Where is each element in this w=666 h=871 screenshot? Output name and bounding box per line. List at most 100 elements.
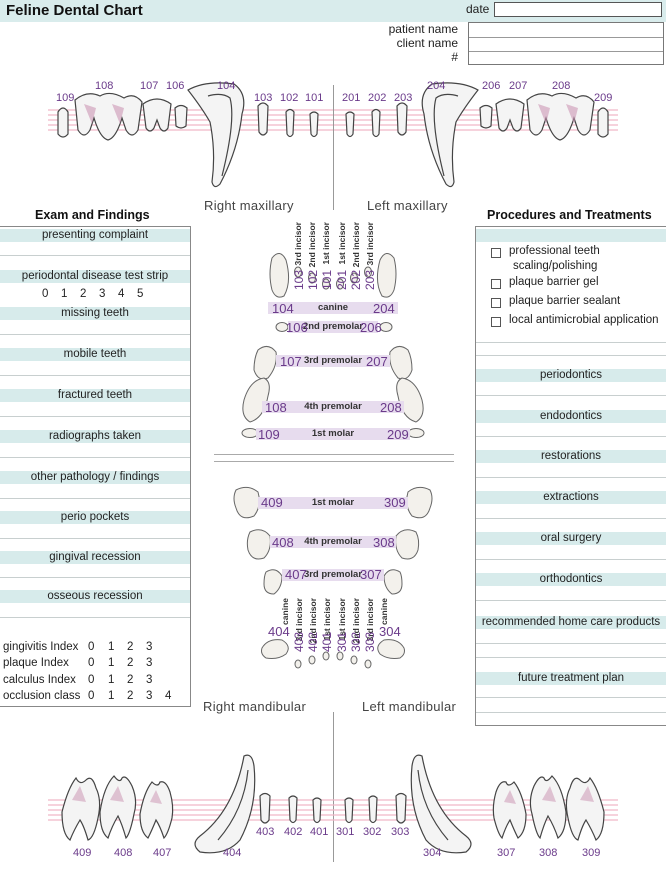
osseous-recession-label: osseous recession: [47, 590, 143, 602]
plaque-barrier-sealant-label: plaque barrier sealant: [509, 295, 621, 307]
upper-teeth-illustration: [48, 82, 618, 188]
strip-score-1[interactable]: 1: [61, 288, 68, 300]
professional-cleaning-checkbox[interactable]: [491, 248, 501, 258]
tooth-303-label: 303: [391, 826, 410, 838]
calculus-score-3[interactable]: 3: [146, 674, 153, 686]
local-antimicrobial-label: local antimicrobial application: [509, 314, 659, 326]
occ-408: 408: [272, 535, 294, 550]
occ-407: 407: [285, 567, 307, 582]
occ-307: 307: [360, 567, 382, 582]
tooth-403-label: 403: [256, 826, 275, 838]
plaque-score-1[interactable]: 1: [108, 657, 115, 669]
strip-score-0[interactable]: 0: [42, 288, 49, 300]
radiographs-taken-label: radiographs taken: [48, 430, 142, 442]
gingivitis-index-label: gingivitis Index: [3, 641, 79, 653]
plaque-score-3[interactable]: 3: [146, 657, 153, 669]
occlusion-score-0[interactable]: 0: [88, 690, 95, 702]
occlusion-score-4[interactable]: 4: [165, 690, 172, 702]
tooth-208-label: 208: [552, 80, 571, 92]
lower-molar1-bar: [258, 497, 408, 509]
restorations-label: restorations: [540, 450, 602, 462]
tooth-102-label: 102: [280, 92, 299, 104]
tooth-302-label: 302: [363, 826, 382, 838]
endodontics-label: endodontics: [539, 410, 603, 422]
tooth-408-label: 408: [114, 847, 133, 859]
occ-108: 108: [265, 400, 287, 415]
tooth-307-label: 307: [497, 847, 516, 859]
plaque-barrier-gel-checkbox[interactable]: [491, 279, 501, 289]
gingival-recession-label: gingival recession: [49, 551, 141, 563]
upper-1st-molar-label: 1st molar: [311, 428, 355, 439]
occ-404: 404: [268, 624, 290, 639]
plaque-score-2[interactable]: 2: [127, 657, 134, 669]
occ-104: 104: [272, 301, 294, 316]
page-title: Feline Dental Chart: [6, 2, 143, 19]
occ-109: 109: [258, 427, 280, 442]
tooth-407-label: 407: [153, 847, 172, 859]
calculus-score-0[interactable]: 0: [88, 674, 95, 686]
number-label: #: [451, 50, 458, 64]
tooth-203-label: 203: [394, 92, 413, 104]
procedures-title: Procedures and Treatments: [487, 208, 652, 222]
occlusal-divider: [214, 454, 454, 455]
calculus-score-2[interactable]: 2: [127, 674, 134, 686]
tooth-409-label: 409: [73, 847, 92, 859]
canine-bar: [268, 302, 398, 314]
orthodontics-label: orthodontics: [539, 573, 603, 585]
plaque-index-label: plaque Index: [3, 657, 69, 669]
occ-106: 106: [286, 320, 308, 335]
molar1-bar: [256, 428, 410, 440]
strip-score-2[interactable]: 2: [80, 288, 87, 300]
patient-info-box[interactable]: [468, 22, 664, 65]
future-plan-label: future treatment plan: [517, 672, 625, 684]
midline-lower: [333, 712, 334, 862]
midline-upper: [333, 85, 334, 210]
occlusion-score-2[interactable]: 2: [127, 690, 134, 702]
gingivitis-score-0[interactable]: 0: [88, 641, 95, 653]
premolar3-bar: [276, 355, 390, 367]
tooth-204-label: 204: [427, 80, 446, 92]
tooth-308-label: 308: [539, 847, 558, 859]
premolar2-bar: [288, 321, 378, 333]
tooth-301-label: 301: [336, 826, 355, 838]
mobile-teeth-label: mobile teeth: [63, 348, 127, 360]
occ-107: 107: [280, 354, 302, 369]
home-care-label: recommended home care products: [481, 616, 661, 628]
plaque-barrier-sealant-checkbox[interactable]: [491, 298, 501, 308]
gingivitis-score-3[interactable]: 3: [146, 641, 153, 653]
local-antimicrobial-checkbox[interactable]: [491, 317, 501, 327]
left-maxillary-label: Left maxillary: [367, 198, 448, 213]
occlusion-score-1[interactable]: 1: [108, 690, 115, 702]
gingivitis-score-2[interactable]: 2: [127, 641, 134, 653]
tooth-101-label: 101: [305, 92, 324, 104]
tooth-107-label: 107: [140, 80, 159, 92]
exam-title: Exam and Findings: [35, 208, 150, 222]
perio-test-strip-label: periodontal disease test strip: [21, 270, 169, 282]
occ-304: 304: [379, 624, 401, 639]
tooth-103-label: 103: [254, 92, 273, 104]
plaque-score-0[interactable]: 0: [88, 657, 95, 669]
date-input[interactable]: [494, 2, 662, 17]
patient-name-label: patient name: [388, 22, 458, 36]
gingivitis-score-1[interactable]: 1: [108, 641, 115, 653]
professional-cleaning-label: professional teeth: [509, 245, 600, 257]
strip-score-3[interactable]: 3: [99, 288, 106, 300]
tooth-202-label: 202: [368, 92, 387, 104]
occlusion-class-label: occlusion class: [3, 690, 81, 702]
occlusion-score-3[interactable]: 3: [146, 690, 153, 702]
procedures-panel: professional teeth scaling/polishing pla…: [475, 226, 666, 726]
upper-3rd-premolar-label: 3rd premolar: [303, 355, 363, 366]
strip-score-5[interactable]: 5: [137, 288, 144, 300]
occ-209: 209: [387, 427, 409, 442]
extractions-label: extractions: [543, 491, 599, 503]
tooth-304-label: 304: [423, 847, 442, 859]
calculus-score-1[interactable]: 1: [108, 674, 115, 686]
lower-4th-premolar-label: 4th premolar: [304, 536, 362, 547]
exam-findings-panel: presenting complaint periodontal disease…: [0, 226, 191, 707]
tooth-104-label: 104: [217, 80, 236, 92]
right-maxillary-label: Right maxillary: [204, 198, 294, 213]
tooth-108-label: 108: [95, 80, 114, 92]
strip-score-4[interactable]: 4: [118, 288, 125, 300]
